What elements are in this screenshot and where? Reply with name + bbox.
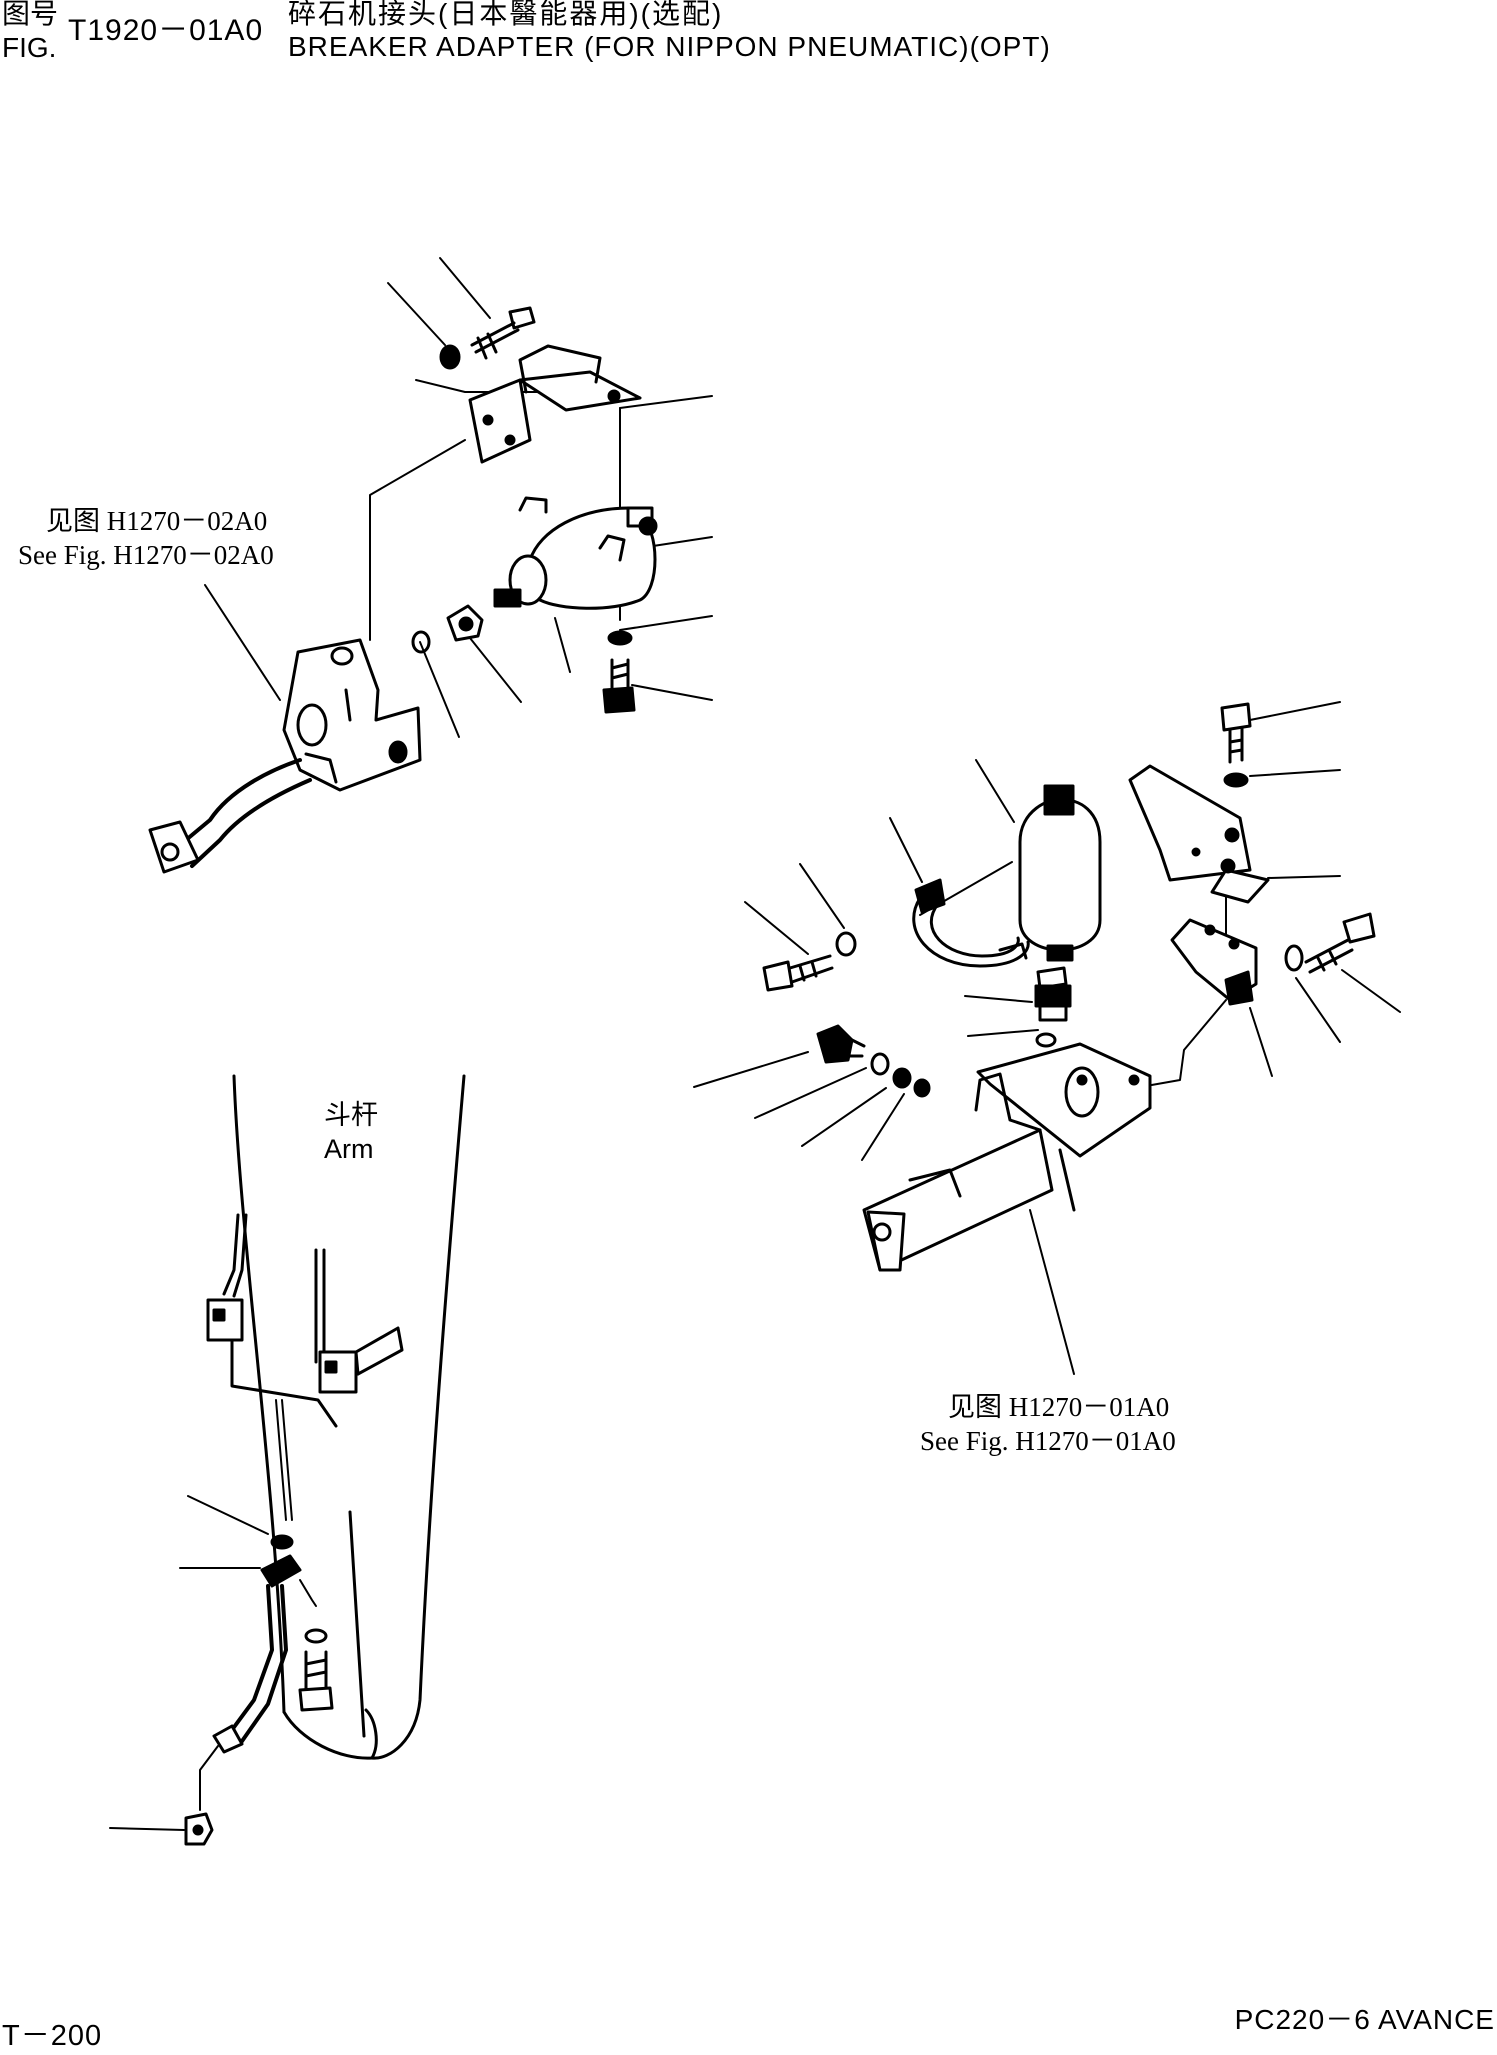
- washer-arm-lower: [306, 1630, 326, 1642]
- seal-lower-a: [894, 1069, 910, 1087]
- mounting-bracket-upper: [470, 346, 640, 462]
- mounting-plate-lower: [1130, 766, 1268, 902]
- title-english: BREAKER ADAPTER (FOR NIPPON PNEUMATIC)(O…: [288, 31, 1051, 62]
- reference-upper-cn: 见图 H1270－02A0: [46, 506, 268, 536]
- bolt-lower-left: [764, 956, 832, 990]
- figure-number: T1920－01A0: [68, 14, 264, 47]
- arm-label-en: Arm: [324, 1134, 374, 1164]
- bolt-upper: [472, 308, 534, 358]
- bolt-lower-top: [1222, 704, 1250, 762]
- lower-right-assembly: [694, 702, 1400, 1374]
- leader-lines-upper: [205, 258, 712, 737]
- figure-label: FIG.: [2, 32, 57, 63]
- washer-upper: [441, 346, 459, 368]
- hose-bracket-arm: [214, 1556, 300, 1752]
- washer-lower-top: [1225, 774, 1247, 786]
- o-ring-lower-center: [1037, 1034, 1055, 1046]
- o-ring-lower-left: [872, 1054, 888, 1074]
- valve-body-lower: [864, 1044, 1150, 1270]
- nut-arm: [186, 1814, 212, 1844]
- washer-lower-right: [1286, 946, 1302, 970]
- arm-left-edge: [234, 1076, 284, 1712]
- arm-structure: [110, 1076, 464, 1844]
- reference-lower-en: See Fig. H1270－01A0: [920, 1426, 1176, 1456]
- clamp-band-lower: [914, 880, 1029, 966]
- page-number: T－200: [2, 2020, 103, 2052]
- hose-clip-left: [208, 1215, 246, 1340]
- valve-block-upper: [284, 640, 420, 790]
- washer-arm-upper: [272, 1536, 292, 1548]
- leader-lines-lower: [694, 702, 1400, 1374]
- model-label: PC220－6 AVANCE: [1234, 2004, 1495, 2035]
- reference-upper-en: See Fig. H1270－02A0: [18, 540, 274, 570]
- fitting-upper: [448, 606, 482, 640]
- seal-lower-b: [915, 1080, 929, 1096]
- leader-lines-arm: [110, 1496, 316, 1830]
- bolt-arm: [300, 1652, 332, 1710]
- reference-lower-cn: 见图 H1270－01A0: [948, 1392, 1170, 1422]
- accumulator-upper: [495, 498, 656, 608]
- o-ring-upper: [413, 632, 429, 652]
- hose-line-lower: [232, 1340, 336, 1426]
- bolt-lower-right: [1306, 914, 1374, 972]
- arm-right-edge: [372, 1076, 464, 1758]
- arm-label-cn: 斗杆: [324, 1100, 378, 1130]
- washer-upper-right: [609, 632, 631, 644]
- title-chinese: 碎石机接头(日本醫能器用)(选配): [288, 0, 724, 29]
- plug-lower: [818, 1026, 864, 1062]
- bolt-upper-right: [604, 660, 634, 712]
- accumulator-lower: [1020, 786, 1100, 960]
- washer-lower-left: [837, 933, 855, 955]
- hose-clip-right: [316, 1250, 402, 1392]
- pipe-upper: [150, 760, 310, 872]
- support-bracket-lower: [1172, 920, 1256, 1004]
- upper-left-assembly: [150, 258, 712, 872]
- adapter-fitting-lower: [1036, 968, 1070, 1020]
- figure-label-cn: 图号: [2, 0, 59, 29]
